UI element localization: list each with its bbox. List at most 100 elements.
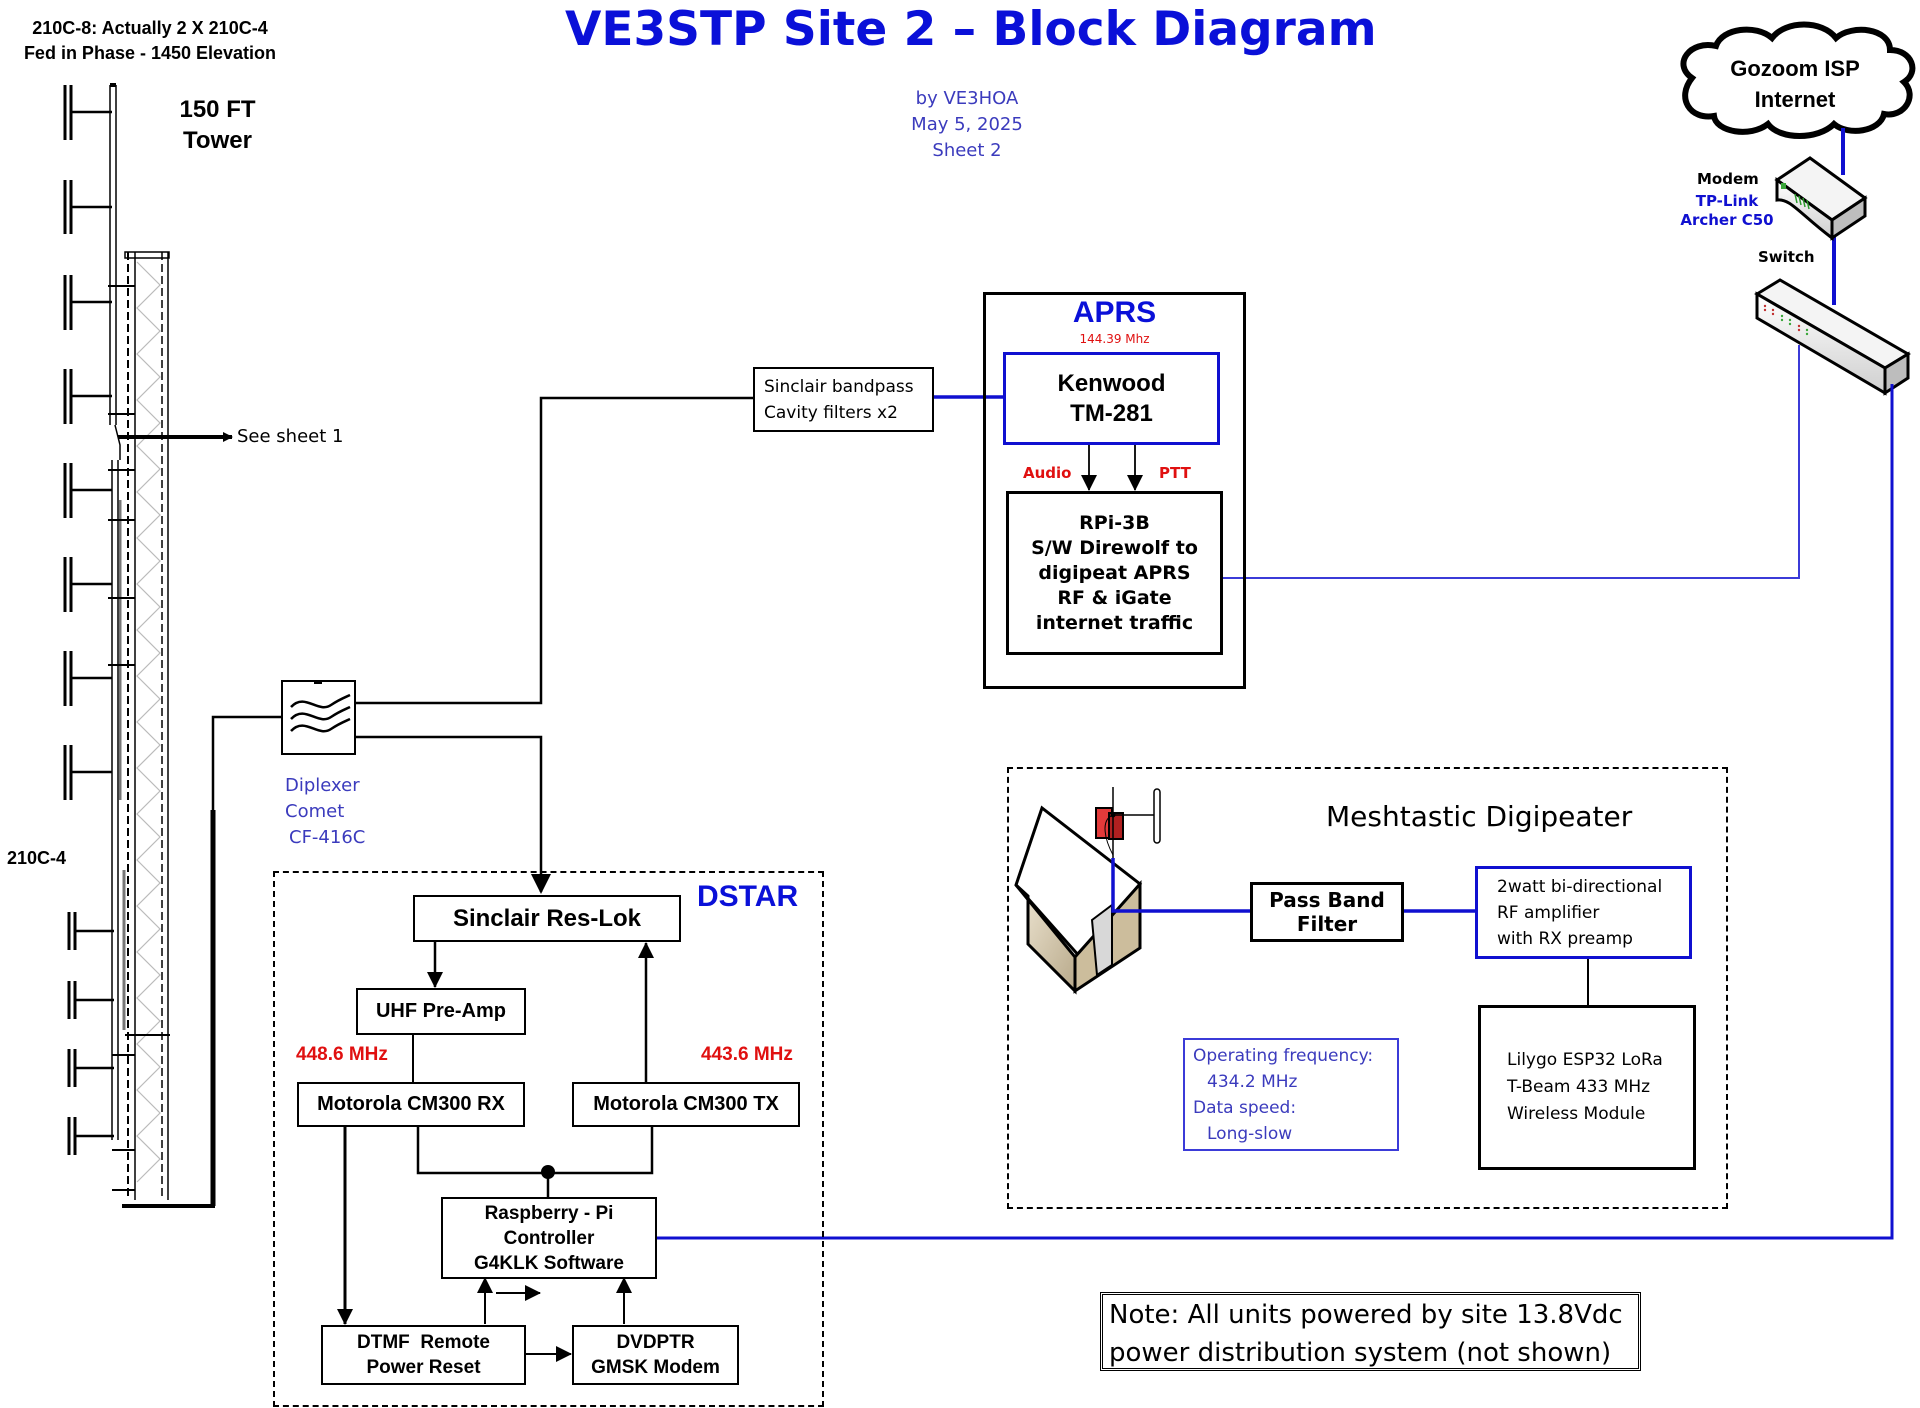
- motorola-rx[interactable]: Motorola CM300 RX: [297, 1082, 525, 1127]
- power-note: Note: All units powered by site 13.8Vdc …: [1100, 1292, 1641, 1371]
- diplexer-label-line: Comet: [285, 801, 345, 822]
- dvdptr-modem[interactable]: DVDPTR GMSK Modem: [572, 1325, 739, 1385]
- rx-frequency: 448.6 MHz: [296, 1044, 388, 1065]
- dipole-element: [63, 651, 112, 706]
- sheet-number: Sheet 2: [932, 140, 1002, 161]
- isp-label: Gozoom ISP Internet: [1690, 53, 1900, 115]
- motorola-tx[interactable]: Motorola CM300 TX: [572, 1082, 800, 1127]
- modem-line: DVDPTR: [616, 1332, 695, 1353]
- dipole-element: [63, 369, 112, 424]
- uhf-preamp[interactable]: UHF Pre-Amp: [356, 988, 526, 1035]
- wire-radios-to-controller: [416, 1126, 654, 1175]
- diplexer-label-line: Diplexer: [285, 775, 360, 796]
- lower-antenna-label: 210C-4: [7, 848, 67, 868]
- page-title: VE3STP Site 2 – Block Diagram: [565, 2, 1377, 57]
- ptt-label: PTT: [1159, 464, 1191, 482]
- module-line: Wireless Module: [1507, 1104, 1646, 1124]
- module-line: Lilygo ESP32 LoRa: [1507, 1050, 1663, 1070]
- frequency-value: 434.2 MHz: [1207, 1072, 1298, 1092]
- antenna-note-line: Fed in Phase - 1450 Elevation: [23, 43, 277, 63]
- modem-icon: [1774, 156, 1868, 242]
- wire-diplexer-to-aprs-filter: [355, 396, 753, 705]
- radio-brand: Kenwood: [1057, 369, 1166, 397]
- author: by VE3HOA: [915, 88, 1019, 109]
- dipole-element: [63, 745, 112, 800]
- aprs-rpi[interactable]: RPi-3B S/W Direwolf to digipeat APRS RF …: [1006, 491, 1223, 655]
- rpi-line: RF & iGate: [1057, 586, 1172, 609]
- see-sheet-link[interactable]: See sheet 1: [237, 426, 344, 447]
- dstar-title: DSTAR: [697, 880, 799, 913]
- tower-height-label: 150 FT Tower: [165, 94, 270, 156]
- filter-line: Cavity filters x2: [764, 402, 898, 423]
- dtmf-line: DTMF Remote: [357, 1332, 490, 1353]
- tx-frequency: 443.6 MHz: [701, 1044, 793, 1065]
- cloud-icon: [1680, 21, 1916, 139]
- modem-label: Modem: [1697, 170, 1759, 188]
- aprs-section: [983, 292, 1246, 689]
- date: May 5, 2025: [911, 114, 1023, 135]
- amp-line: with RX preamp: [1497, 928, 1633, 949]
- note-line: Note: All units powered by site 13.8Vdc: [1109, 1300, 1623, 1330]
- dipole-element: [67, 981, 114, 1019]
- audio-label: Audio: [1023, 464, 1072, 482]
- feedline-to-diplexer: [211, 715, 282, 1206]
- lilygo-module[interactable]: Lilygo ESP32 LoRa T-Beam 433 MHz Wireles…: [1478, 1005, 1696, 1170]
- wire-switch-to-dstar-controller: [655, 384, 1894, 1240]
- filter-line: Sinclair bandpass: [764, 376, 914, 397]
- dipole-element: [67, 912, 114, 950]
- tower: [108, 83, 215, 1208]
- dipole-element: [67, 1117, 114, 1155]
- dipole-array: [63, 85, 114, 1155]
- rpi-line: internet traffic: [1035, 611, 1194, 634]
- sinclair-res-lok[interactable]: Sinclair Res-Lok: [413, 895, 681, 942]
- aprs-frequency: 144.39 Mhz: [1079, 332, 1150, 346]
- junction-dot: [541, 1165, 555, 1179]
- note-line: power distribution system (not shown): [1109, 1338, 1612, 1368]
- controller-line: Raspberry - Pi: [484, 1202, 614, 1224]
- dtmf-line: Power Reset: [366, 1357, 481, 1378]
- dstar-controller[interactable]: Raspberry - Pi Controller G4KLK Software: [441, 1197, 657, 1279]
- rpi-line: S/W Direwolf to: [1031, 536, 1198, 559]
- aprs-bandpass-filter[interactable]: Sinclair bandpass Cavity filters x2: [753, 367, 934, 432]
- meshtastic-title: Meshtastic Digipeater: [1326, 800, 1633, 833]
- diplexer-label: Diplexer Comet CF-416C: [285, 773, 365, 851]
- byline: by VE3HOA May 5, 2025 Sheet 2: [867, 86, 1067, 164]
- dipole-element: [63, 557, 112, 612]
- switch-label: Switch: [1758, 248, 1815, 266]
- diplexer-symbol: [281, 680, 356, 755]
- speed-value: Long-slow: [1207, 1124, 1293, 1144]
- frequency-label: Operating frequency:: [1193, 1046, 1374, 1066]
- speed-label: Data speed:: [1193, 1098, 1297, 1118]
- kenwood-radio[interactable]: Kenwood TM-281: [1003, 352, 1220, 445]
- isp-name: Gozoom ISP: [1730, 56, 1860, 81]
- controller-line: G4KLK Software: [474, 1252, 624, 1274]
- tower-height: 150 FT: [179, 96, 256, 123]
- module-line: T-Beam 433 MHz: [1507, 1077, 1651, 1097]
- meshtastic-section: [1007, 767, 1728, 1209]
- modem-line: GMSK Modem: [591, 1357, 720, 1378]
- radio-model: TM-281: [1070, 399, 1153, 427]
- rpi-line: RPi-3B: [1079, 511, 1150, 534]
- meshtastic-info-box: Operating frequency: 434.2 MHz Data spee…: [1183, 1038, 1399, 1151]
- modem-model-name: Archer C50: [1680, 211, 1774, 229]
- dipole-element: [63, 463, 112, 518]
- amp-line: 2watt bi-directional: [1497, 876, 1663, 897]
- dipole-element: [63, 180, 112, 234]
- wire-aprs-rpi-to-switch: [1222, 345, 1800, 579]
- dipole-element: [63, 85, 112, 140]
- modem-model: TP-Link Archer C50: [1672, 192, 1782, 230]
- antenna-note-line: 210C-8: Actually 2 X 210C-4: [32, 18, 268, 38]
- filter-line: Pass Band: [1269, 888, 1385, 912]
- mesh-antenna-icon: [1104, 787, 1161, 860]
- dtmf-power-reset[interactable]: DTMF Remote Power Reset: [321, 1325, 526, 1385]
- pass-band-filter[interactable]: Pass Band Filter: [1250, 882, 1404, 942]
- tower-word: Tower: [183, 127, 252, 154]
- amp-line: RF amplifier: [1497, 902, 1600, 923]
- filter-line: Filter: [1296, 912, 1358, 936]
- rpi-line: digipeat APRS: [1038, 561, 1191, 584]
- tower-lattice: [136, 261, 161, 1183]
- wire-diplexer-to-dstar: [355, 735, 551, 894]
- rf-amplifier[interactable]: 2watt bi-directional RF amplifier with R…: [1475, 866, 1692, 959]
- dstar-section: [273, 871, 824, 1407]
- switch-icon: [1754, 278, 1911, 396]
